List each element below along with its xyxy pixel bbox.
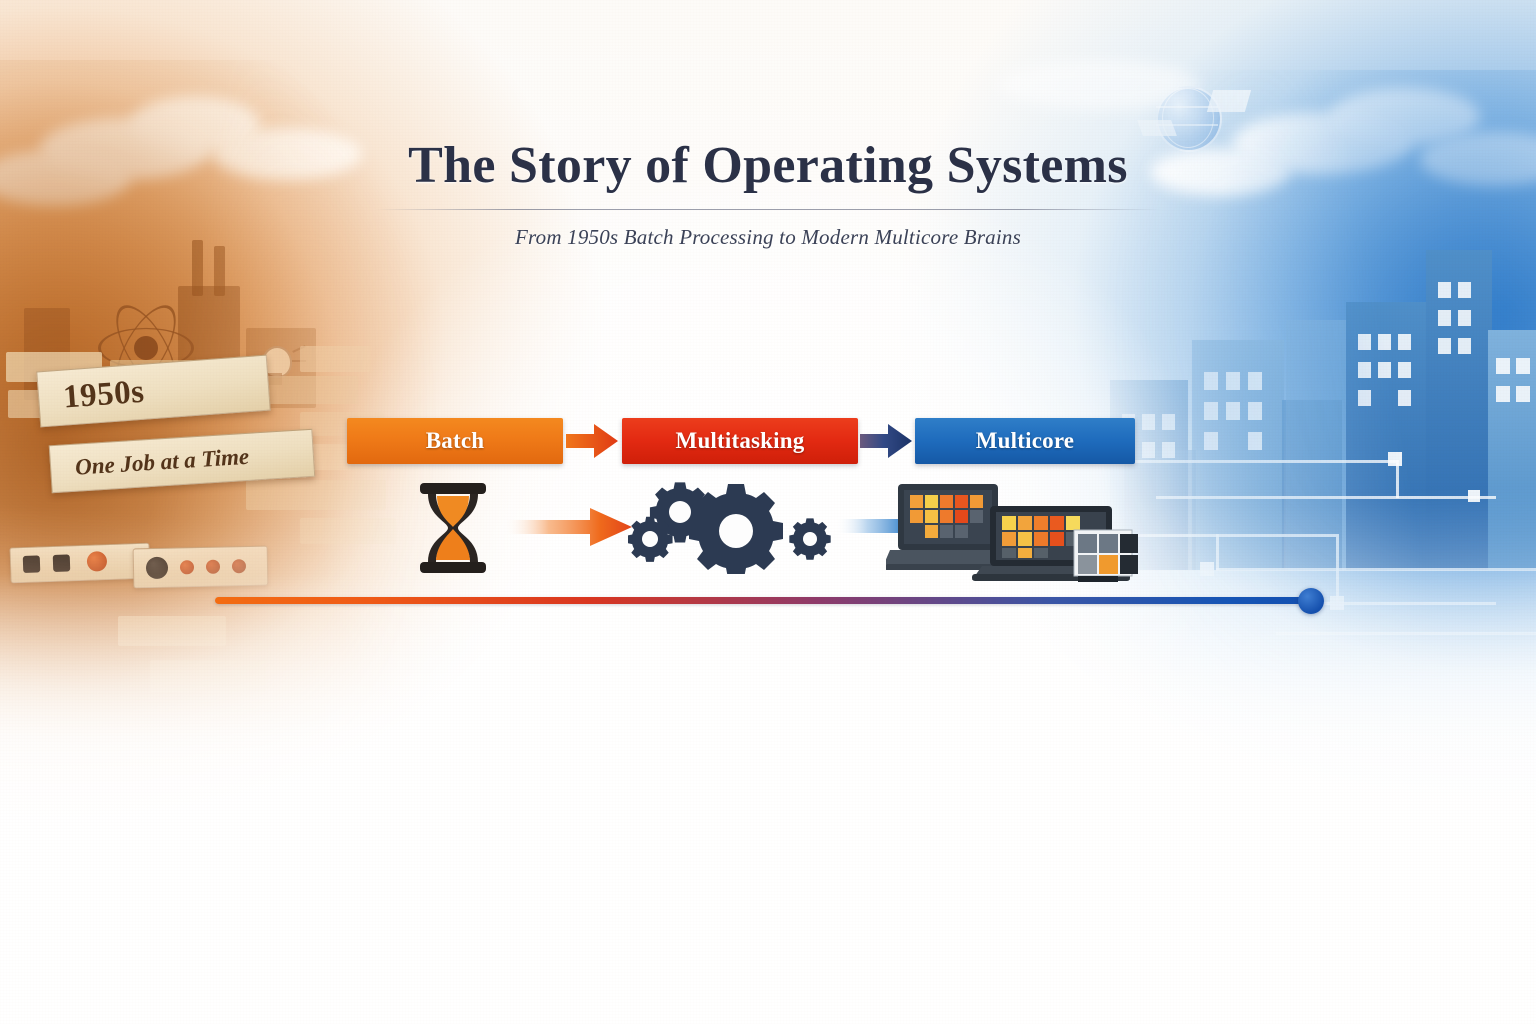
hourglass-icon [414,482,492,574]
era-timeline [215,597,1315,604]
stage-bar-batch[interactable]: Batch [347,418,563,464]
title-divider [375,209,1161,211]
stage-bar-multitasking[interactable]: Multitasking [622,418,858,464]
timeline-endpoint-dot [1298,588,1324,614]
laptops-icon [884,482,1138,584]
arrow-multitasking-to-multicore-icon [860,423,912,459]
arrow-batch-to-multitasking-icon [566,423,618,459]
page-subtitle: From 1950s Batch Processing to Modern Mu… [515,225,1021,250]
stage-bar-multicore-label: Multicore [975,428,1075,453]
gears-icon [627,478,838,578]
stage-bar-batch-label: Batch [425,428,485,453]
page-title: The Story of Operating Systems [408,137,1128,194]
stage-bar-multicore[interactable]: Multicore [915,418,1135,464]
arrow-hourglass-to-gears-icon [504,505,632,549]
header: The Story of Operating Systems From 1950… [0,138,1536,250]
stage-bar-multitasking-label: Multitasking [675,428,805,453]
